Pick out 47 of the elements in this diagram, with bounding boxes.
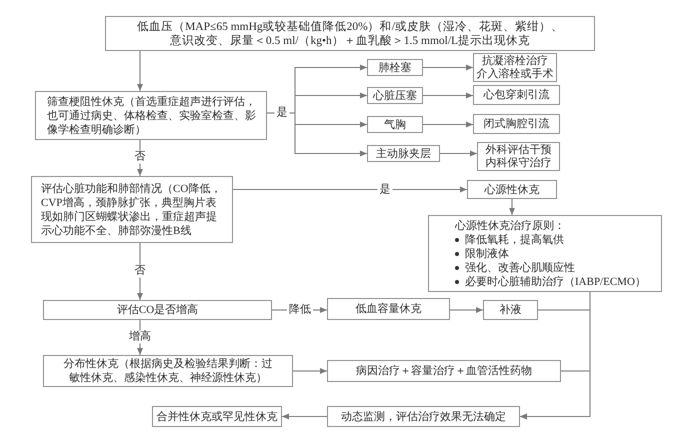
edge-label: 否 — [132, 150, 148, 164]
diagnosis-box: 主动脉夹层 — [367, 145, 440, 162]
edge-label: 降低 — [287, 304, 313, 316]
decision-box: 评估CO是否增高 — [43, 300, 272, 320]
arrow — [292, 368, 328, 374]
box-text: 内科保守治疗 — [486, 156, 552, 170]
treatment-box: 闭式胸腔引流 — [473, 114, 560, 134]
arrow — [509, 198, 515, 216]
principles-box — [428, 215, 662, 292]
arrow — [282, 414, 328, 420]
diagnosis-box: 分布性休克（根据病史及检验结果判断：过敏性休克、感染性休克、神经源性休克） — [43, 355, 293, 387]
list-item: 强化、改善心肌顺应性 — [465, 260, 575, 274]
arrow — [422, 64, 474, 70]
arrow — [422, 122, 474, 128]
diagnosis-box: 肺栓塞 — [367, 59, 423, 76]
arrow — [440, 150, 478, 156]
treatment-box — [473, 53, 557, 82]
list-item: 必要时心脏辅助治疗（IABP/ECMO） — [465, 274, 646, 288]
list-item: 降低氧耗，提高氧供 — [465, 232, 564, 246]
criteria-box: 低血压（MAP≤65 mmHg或较基础值降低20%）和/或皮肤（湿冷、花斑、紫绀）、意识改变、尿量＜0.5 ml/（kg•h）＋血乳酸＞1.5 mmol/L提示出现休克 — [105, 16, 595, 51]
assessment-box: 评估心脏功能和肺部情况（CO降低，CVP增高，颈静脉扩张，典型胸片表现如肺门区蝴蝶状渗出，重症超声提示心功能不全、肺部弥漫性B线 — [31, 176, 233, 243]
list-heading: 心源性休克治疗原则： — [455, 218, 565, 232]
list-item: 限制液体 — [465, 246, 509, 260]
box-text: 外科评估干预 — [486, 144, 552, 156]
arrow — [520, 370, 590, 420]
arrow — [137, 242, 143, 300]
arrow — [422, 92, 474, 98]
box-text: 介入溶栓或手术 — [476, 68, 554, 80]
treatment-box: 补液 — [483, 300, 538, 320]
edge-label: 是 — [274, 106, 290, 120]
treatment-box: 病因治疗＋容量治疗＋血管活性药物 — [327, 360, 561, 382]
diagnosis-box: 心脏压塞 — [367, 87, 423, 104]
edge-label: 是 — [378, 183, 392, 196]
diagnosis-box: 低血容量休克 — [327, 298, 450, 320]
treatment-box: 心包穿刺引流 — [473, 85, 560, 105]
screening-box: 筛查梗阻性休克（首选重症超声进行评估，也可通过病史、体格检查、实验室检查、影像学检查明确诊断） — [35, 91, 267, 140]
outcome-box: 合并性休克或罕见性休克 — [152, 406, 282, 427]
edge-label: 否 — [132, 264, 148, 278]
diagnosis-box: 气胸 — [367, 116, 423, 133]
treatment-box — [477, 142, 560, 171]
arrow — [137, 50, 143, 92]
edge-label: 增高 — [127, 330, 153, 344]
arrow — [450, 307, 484, 313]
box-text: 抗凝溶栓治疗 — [482, 54, 548, 68]
monitoring-box: 动态监测，评估治疗效果无法确定 — [327, 406, 520, 427]
diagnosis-box: 心源性休克 — [467, 180, 557, 199]
arrow — [232, 186, 468, 192]
